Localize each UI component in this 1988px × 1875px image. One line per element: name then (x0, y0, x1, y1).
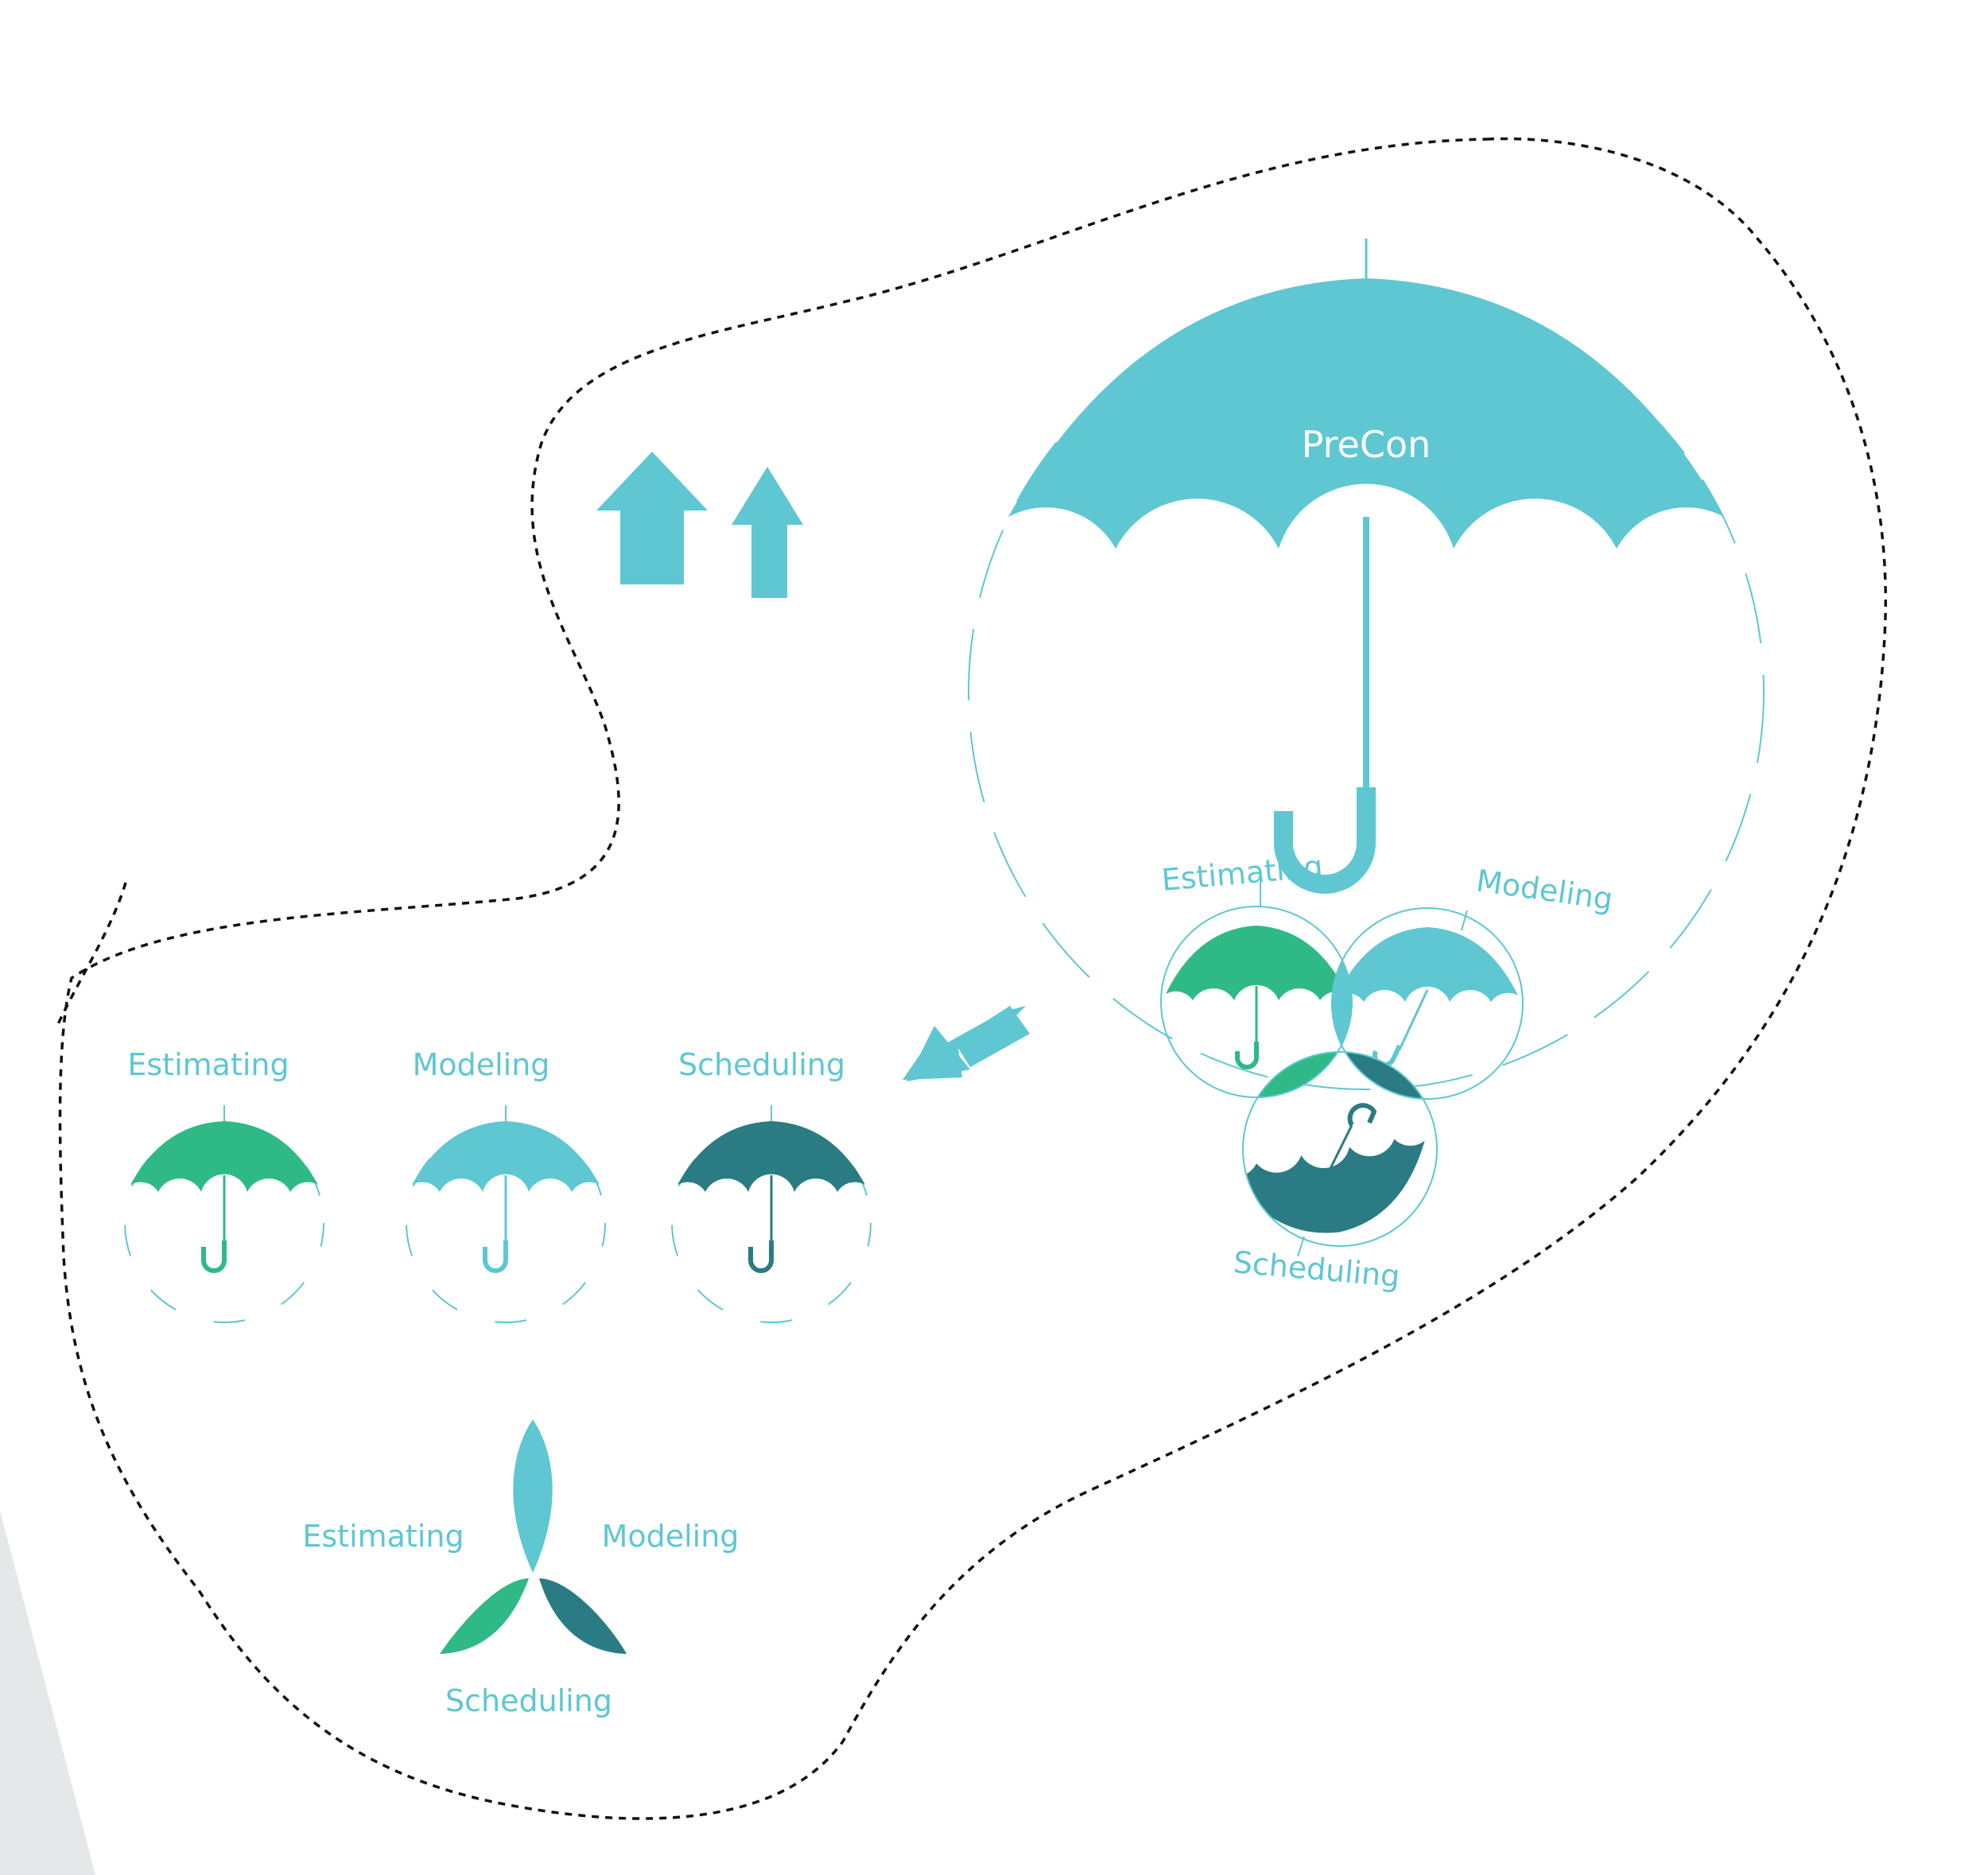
trefoil-petal-estimating (440, 1578, 529, 1654)
down-left-arrow-icon (903, 1006, 1030, 1081)
trefoil-label-estimating: Estimating (302, 1519, 464, 1554)
venn-circle-modeling (1331, 907, 1524, 1100)
umbrella-row: Estimating Modeling Scheduling (124, 1047, 872, 1323)
row-label-estimating: Estimating (127, 1047, 289, 1082)
row-label-modeling: Modeling (413, 1047, 550, 1082)
umbrella-icon (1008, 278, 1724, 549)
trefoil-petal-scheduling (539, 1578, 627, 1654)
precon-umbrella: PreCon (968, 239, 1765, 1090)
boundary-tail (56, 882, 127, 1027)
trefoil-petal-modeling (513, 1419, 553, 1573)
trefoil-label-modeling: Modeling (602, 1519, 740, 1554)
precon-label: PreCon (1302, 423, 1431, 466)
venn-circle-estimating (1160, 906, 1353, 1098)
background-band (0, 1511, 95, 1875)
venn-label-scheduling: Scheduling (1232, 1244, 1401, 1294)
trefoil: Estimating Modeling Scheduling (302, 1419, 739, 1718)
venn-circle-scheduling (1242, 1051, 1438, 1247)
row-item-estimating: Estimating (124, 1047, 324, 1323)
venn-label-modeling: Modeling (1474, 863, 1615, 917)
row-item-scheduling: Scheduling (671, 1047, 872, 1323)
trefoil-label-scheduling: Scheduling (445, 1683, 612, 1718)
up-arrow-icon (596, 452, 803, 598)
venn-label-estimating: Estimating (1160, 848, 1324, 898)
boundary-outline (58, 137, 1887, 1820)
row-label-scheduling: Scheduling (678, 1047, 845, 1082)
venn-group: Estimating Modeling Scheduling (1160, 848, 1615, 1294)
row-item-modeling: Modeling (406, 1047, 606, 1323)
